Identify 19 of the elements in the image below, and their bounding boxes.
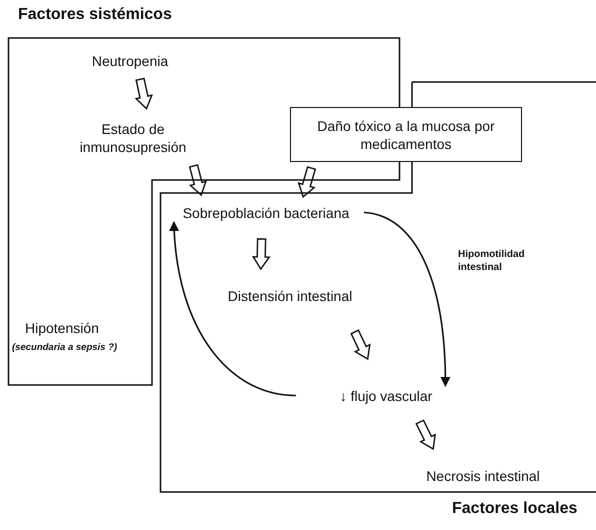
block-arrow bbox=[252, 238, 271, 270]
region-heading: Factores sistémicos bbox=[18, 6, 172, 23]
block-arrow bbox=[134, 78, 153, 110]
region-heading: Factores locales bbox=[452, 500, 578, 517]
box-text: Daño tóxico a la mucosa por medicamentos bbox=[316, 116, 496, 152]
step-label: Distensión intestinal bbox=[226, 286, 354, 304]
curved-arrow bbox=[169, 221, 296, 396]
block-arrow bbox=[188, 164, 207, 196]
note-text: (secundaria a sepsis ?) bbox=[12, 341, 118, 355]
step-label: ↓ flujo vascular bbox=[338, 386, 434, 404]
step-label: Necrosis intestinal bbox=[425, 466, 541, 484]
block-arrow bbox=[415, 419, 436, 450]
step-label: Sobrepoblación bacteriana bbox=[182, 204, 350, 222]
curved-arrow bbox=[364, 212, 450, 387]
block-arrow bbox=[350, 329, 371, 360]
step-label: Estado de inmunosupresión bbox=[78, 120, 188, 156]
step-label: Neutropenia bbox=[90, 52, 170, 70]
block-arrow bbox=[298, 166, 316, 198]
factor-label: Hipotensión bbox=[25, 320, 99, 337]
